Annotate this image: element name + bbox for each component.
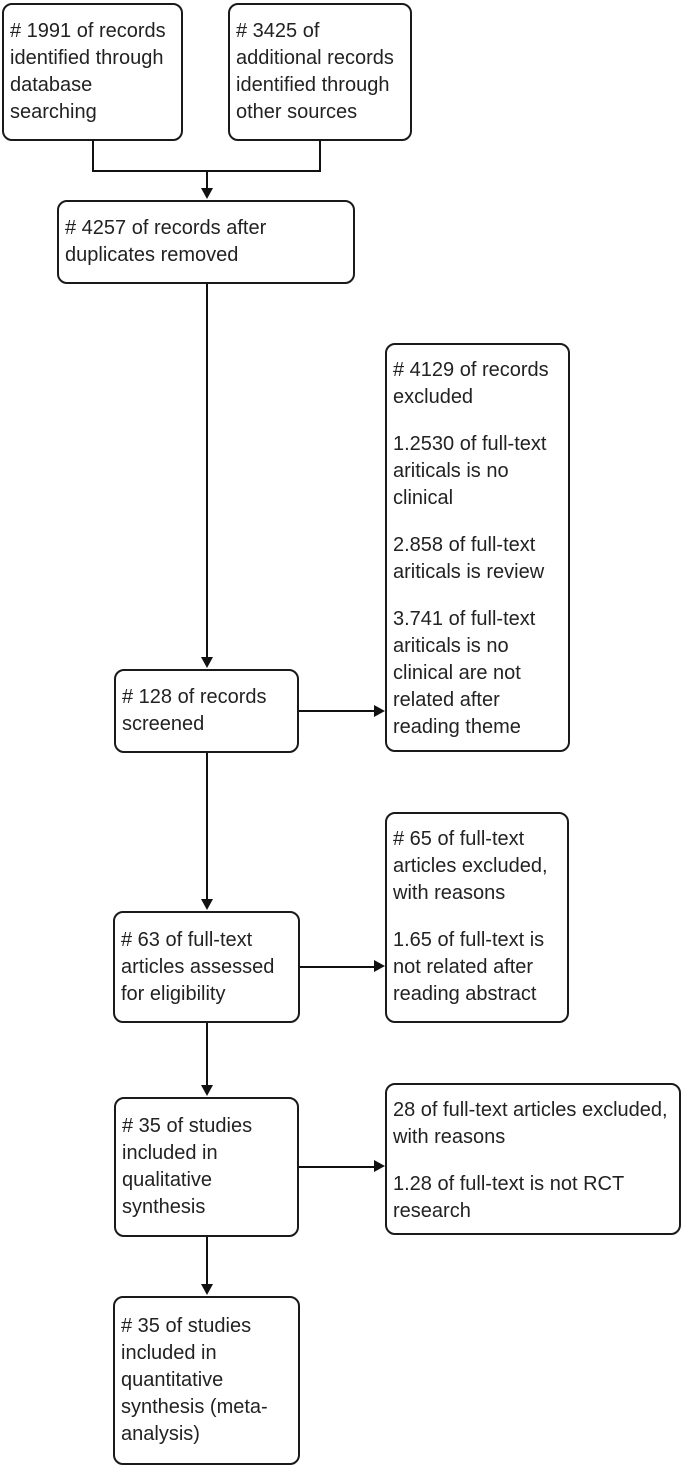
- records-excluded-reason-1: 1.2530 of full-text ariticals is no clin…: [393, 433, 547, 509]
- node-after-duplicates: # 4257 of records after duplicates remov…: [57, 200, 355, 284]
- node-quantitative-synthesis-text: # 35 of studies included in quantitative…: [121, 1315, 268, 1445]
- node-records-excluded: # 4129 of records excluded 1.2530 of ful…: [385, 343, 570, 752]
- fulltext-excluded-heading: # 65 of full-text articles excluded, wit…: [393, 828, 548, 904]
- connector-screened-to-excluded: [299, 710, 374, 712]
- node-fulltext-excluded: # 65 of full-text articles excluded, wit…: [385, 812, 569, 1023]
- records-excluded-reason-3: 3.741 of full-text ariticals is no clini…: [393, 608, 536, 738]
- connector-additional-stub: [319, 140, 321, 172]
- node-rct-excluded: 28 of full-text articles excluded, with …: [385, 1083, 681, 1235]
- connector-assessed-to-fulltext-excluded: [300, 966, 374, 968]
- fulltext-excluded-reason-1: 1.65 of full-text is not related after r…: [393, 929, 545, 1005]
- arrowhead-into-qualitative: [201, 1085, 213, 1096]
- records-excluded-reason-2: 2.858 of full-text ariticals is review: [393, 534, 545, 583]
- records-excluded-heading: # 4129 of records excluded: [393, 359, 549, 408]
- connector-screened-to-assessed: [206, 753, 208, 899]
- arrowhead-into-screened: [201, 657, 213, 668]
- node-quantitative-synthesis: # 35 of studies included in quantitative…: [113, 1296, 300, 1465]
- arrowhead-into-duplicates: [201, 188, 213, 199]
- node-additional-records-text: # 3425 of additional records identified …: [236, 20, 394, 123]
- connector-qualitative-to-quantitative: [206, 1237, 208, 1284]
- connector-duplicates-to-screened: [206, 283, 208, 657]
- node-records-screened: # 128 of records screened: [114, 669, 299, 753]
- rct-excluded-reason-1: 1.28 of full-text is not RCT research: [393, 1173, 624, 1222]
- arrowhead-into-fulltext-excluded: [374, 960, 385, 972]
- connector-assessed-to-qualitative: [206, 1023, 208, 1085]
- connector-qualitative-to-rct-excluded: [299, 1166, 374, 1168]
- node-records-identified-text: # 1991 of records identified through dat…: [10, 20, 166, 123]
- node-fulltext-assessed: # 63 of full-text articles assessed for …: [113, 911, 300, 1023]
- node-after-duplicates-text: # 4257 of records after duplicates remov…: [65, 217, 267, 266]
- node-additional-records: # 3425 of additional records identified …: [228, 3, 412, 141]
- connector-identified-stub: [92, 140, 94, 172]
- node-records-identified: # 1991 of records identified through dat…: [2, 3, 183, 141]
- arrowhead-into-records-excluded: [374, 705, 385, 717]
- arrowhead-into-quantitative: [201, 1284, 213, 1295]
- arrowhead-into-assessed: [201, 899, 213, 910]
- arrowhead-into-rct-excluded: [374, 1160, 385, 1172]
- connector-merge-stem: [206, 170, 208, 188]
- node-qualitative-synthesis: # 35 of studies included in qualitative …: [114, 1097, 299, 1237]
- node-records-screened-text: # 128 of records screened: [122, 686, 267, 735]
- node-fulltext-assessed-text: # 63 of full-text articles assessed for …: [121, 928, 275, 1005]
- rct-excluded-heading: 28 of full-text articles excluded, with …: [393, 1099, 668, 1148]
- node-qualitative-synthesis-text: # 35 of studies included in qualitative …: [122, 1115, 253, 1218]
